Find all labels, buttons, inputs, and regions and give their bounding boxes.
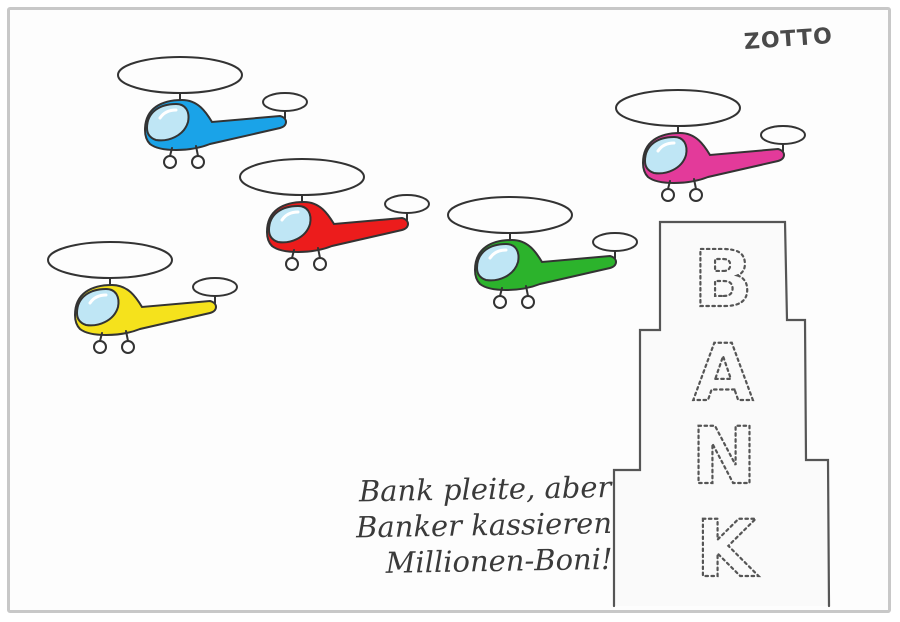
- bank-letter-4: K: [696, 505, 759, 595]
- cartoon-caption: Bank pleite, aber Banker kassieren Milli…: [261, 469, 613, 583]
- helicopter-green: [447, 196, 638, 309]
- bank-letter-1: B: [693, 235, 752, 325]
- helicopter-blue: [117, 56, 308, 169]
- bank-building: [612, 220, 831, 608]
- caption-line-2: Banker kassieren: [355, 505, 613, 545]
- helicopter-red: [239, 158, 430, 271]
- bank-letter-2: A: [693, 329, 753, 419]
- caption-line-1: Bank pleite, aber: [358, 469, 612, 509]
- bank-letter-3: N: [691, 412, 756, 502]
- caption-line-3: Millionen-Boni!: [385, 541, 613, 580]
- helicopter-yellow: [47, 241, 238, 354]
- helicopter-magenta: [615, 89, 806, 202]
